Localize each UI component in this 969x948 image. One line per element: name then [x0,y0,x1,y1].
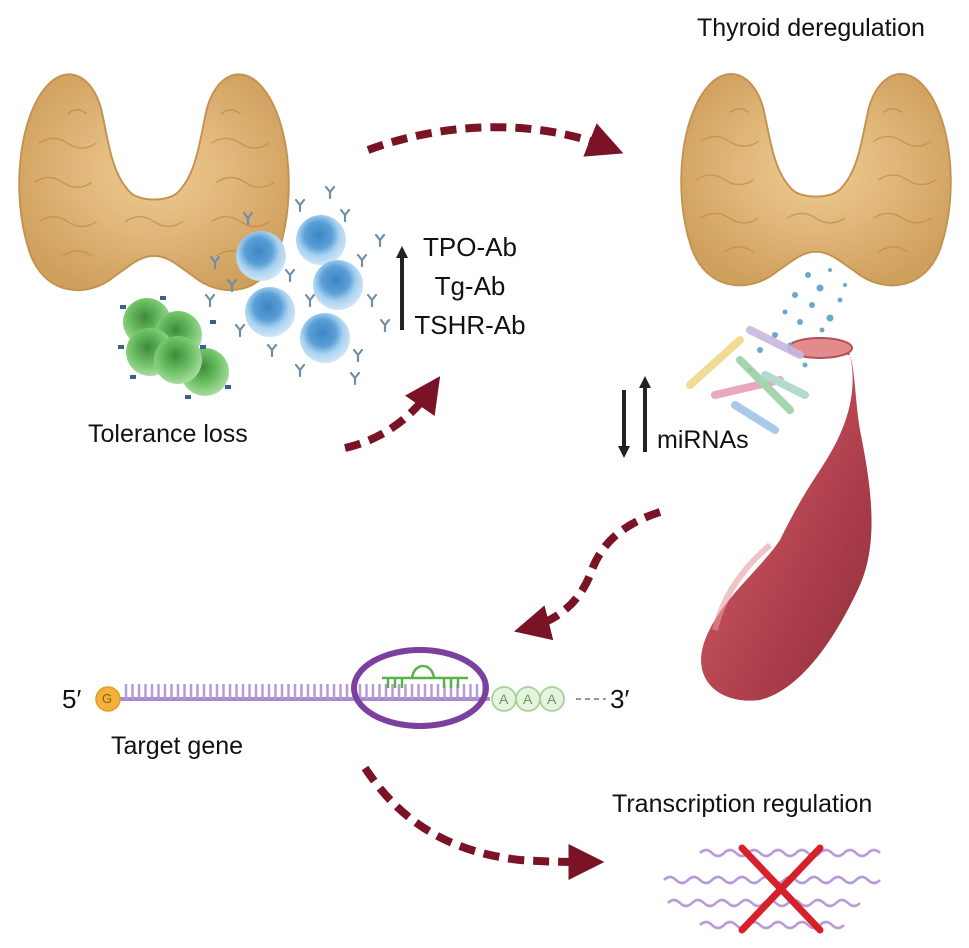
mirna-icon [686,326,809,434]
label-tshr-ab: TSHR-Ab [414,310,526,340]
label-mirnas: miRNAs [657,426,749,454]
label-tolerance-loss: Tolerance loss [88,420,248,448]
label-poly-a-3: A [547,691,557,707]
label-thyroid-deregulation: Thyroid deregulation [697,14,925,42]
arrow-to-target-gene [514,508,662,641]
dashed-arrows [344,123,662,880]
mrna-icon [95,647,606,729]
label-tg-ab: Tg-Ab [434,271,506,301]
cap-icon [95,686,121,712]
up-down-arrows-icon [618,376,651,458]
label-three-prime: 3′ [610,684,630,714]
arrow-to-thyroid-deregulation [366,123,624,157]
label-transcription-regulation: Transcription regulation [612,790,873,818]
label-poly-a-1: A [499,691,509,707]
t-cell-icon [118,296,231,399]
label-target-gene: Target gene [111,732,244,760]
binding-site-circle [351,647,489,729]
label-tpo-ab: TPO-Ab [423,232,517,262]
label-cap: G [102,691,113,706]
cross-icon [738,844,824,934]
arrow-to-transcription [361,765,605,880]
transcript-lines-icon [663,848,881,930]
label-five-prime: 5′ [62,684,82,714]
b-cell-icon [236,215,363,363]
label-poly-a-2: A [523,691,533,707]
arrow-to-antibodies [344,376,441,452]
thyroid-gland-icon [680,73,952,287]
